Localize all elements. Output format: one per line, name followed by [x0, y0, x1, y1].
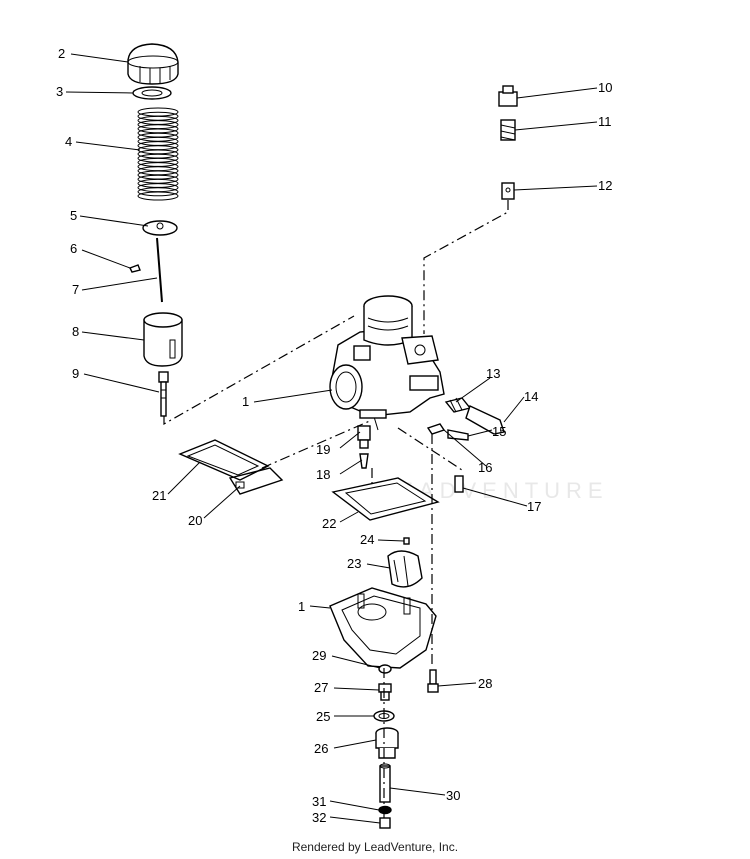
callout-10: 10 [598, 80, 612, 95]
part-slide [143, 312, 183, 367]
part-needle [156, 237, 163, 303]
part-washer-31 [378, 805, 392, 815]
callout-8: 8 [72, 324, 79, 339]
part-washer-29 [378, 664, 392, 674]
callout-9: 9 [72, 366, 79, 381]
part-pilot-screw [444, 397, 505, 435]
leader-lines [65, 53, 598, 824]
part-float-pin [403, 537, 410, 545]
spring-coil [137, 191, 179, 201]
part-air-screw [426, 423, 469, 441]
part-carburetor-body [329, 295, 445, 431]
part-idle-screw [158, 371, 169, 417]
callout-5: 5 [70, 208, 77, 223]
part-tube-30 [379, 763, 391, 803]
part-bolt-32 [379, 817, 391, 829]
part-adjuster-nut [498, 85, 518, 107]
footer-credit: Rendered by LeadVenture, Inc. [291, 840, 459, 854]
part-washer [132, 86, 172, 100]
part-clip [129, 264, 141, 273]
callout-32: 32 [312, 810, 326, 825]
part-float-bowl [329, 587, 437, 669]
callout-29: 29 [312, 648, 326, 663]
part-bowl-gasket [331, 477, 440, 521]
callout-27: 27 [314, 680, 328, 695]
callout-12: 12 [598, 178, 612, 193]
callout-25: 25 [316, 709, 330, 724]
callout-17: 17 [527, 499, 541, 514]
callout-11: 11 [598, 114, 612, 129]
part-drain-screw [454, 475, 464, 493]
callout-20: 20 [188, 513, 202, 528]
callout-labels: 2 3 4 5 6 7 8 9 10 11 12 1 13 14 15 16 1… [56, 46, 612, 825]
callout-22: 22 [322, 516, 336, 531]
callout-30: 30 [446, 788, 460, 803]
callout-4: 4 [65, 134, 72, 149]
callout-2: 2 [58, 46, 65, 61]
part-adjuster-spring [500, 119, 516, 141]
callout-7: 7 [72, 282, 79, 297]
callout-23: 23 [347, 556, 361, 571]
part-jet-27 [378, 683, 392, 701]
callout-13: 13 [486, 366, 500, 381]
callout-18: 18 [316, 467, 330, 482]
part-holder-26 [375, 727, 399, 759]
callout-26: 26 [314, 741, 328, 756]
callout-19: 19 [316, 442, 330, 457]
part-cable-end [501, 182, 515, 200]
callout-3: 3 [56, 84, 63, 99]
part-plate [142, 220, 178, 236]
callout-16: 16 [478, 460, 492, 475]
callout-1-bowl: 1 [298, 599, 305, 614]
part-spring [137, 107, 179, 201]
callout-6: 6 [70, 241, 77, 256]
callout-14: 14 [524, 389, 538, 404]
part-cap [127, 43, 179, 85]
callout-1-top: 1 [242, 394, 249, 409]
assembly-lines [163, 200, 509, 820]
spring-coil [137, 187, 179, 197]
part-float [387, 550, 423, 588]
callout-21: 21 [152, 488, 166, 503]
callout-31: 31 [312, 794, 326, 809]
callout-28: 28 [478, 676, 492, 691]
callout-15: 15 [492, 424, 506, 439]
part-drain-bolt-28 [427, 669, 439, 693]
callout-24: 24 [360, 532, 374, 547]
